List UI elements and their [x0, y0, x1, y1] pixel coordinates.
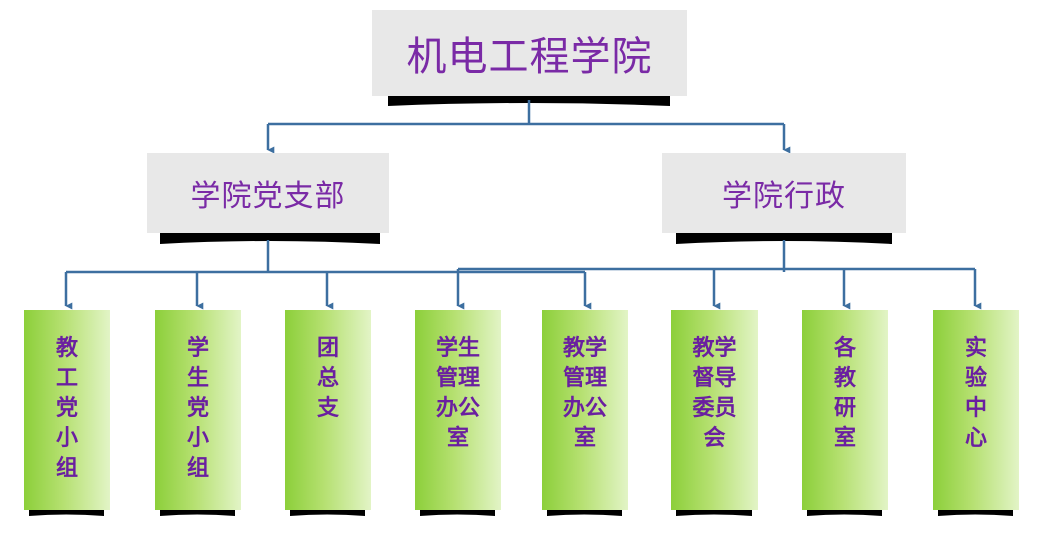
- leaf-node: 教学 督导 委员 会: [671, 310, 758, 510]
- root-label: 机电工程学院: [406, 34, 653, 80]
- branch-node-party: 学院党支部: [147, 153, 389, 233]
- branch-label: 学院行政: [722, 179, 846, 214]
- leaf-label: 学 生 党 小 组: [186, 336, 209, 481]
- root-node: 机电工程学院: [372, 10, 687, 96]
- leaf-label: 各 教 研 室: [833, 336, 856, 451]
- leaf-label: 教 工 党 小 组: [55, 336, 78, 481]
- leaf-node: 各 教 研 室: [802, 310, 888, 510]
- branch-label: 学院党支部: [190, 179, 346, 214]
- leaf-label: 教学 管理 办公 室: [562, 336, 607, 451]
- leaf-node: 学 生 党 小 组: [155, 310, 241, 510]
- branch-left-base-shadow: [160, 233, 380, 244]
- leaf-base-shadows: [29, 510, 1013, 516]
- leaf-label: 实 验 中 心: [964, 336, 987, 451]
- leaf-label: 学生 管理 办公 室: [435, 336, 480, 451]
- leaf-label: 团 总 支: [316, 336, 339, 421]
- branch-right-base-shadow: [676, 233, 892, 244]
- leaf-label: 教学 督导 委员 会: [692, 336, 737, 451]
- branch-node-admin: 学院行政: [662, 153, 906, 233]
- leaf-node: 教 工 党 小 组: [24, 310, 110, 510]
- leaf-node: 教学 管理 办公 室: [542, 310, 628, 510]
- leaf-node: 学生 管理 办公 室: [415, 310, 501, 510]
- leaf-node: 实 验 中 心: [933, 310, 1019, 510]
- leaf-node: 团 总 支: [285, 310, 371, 510]
